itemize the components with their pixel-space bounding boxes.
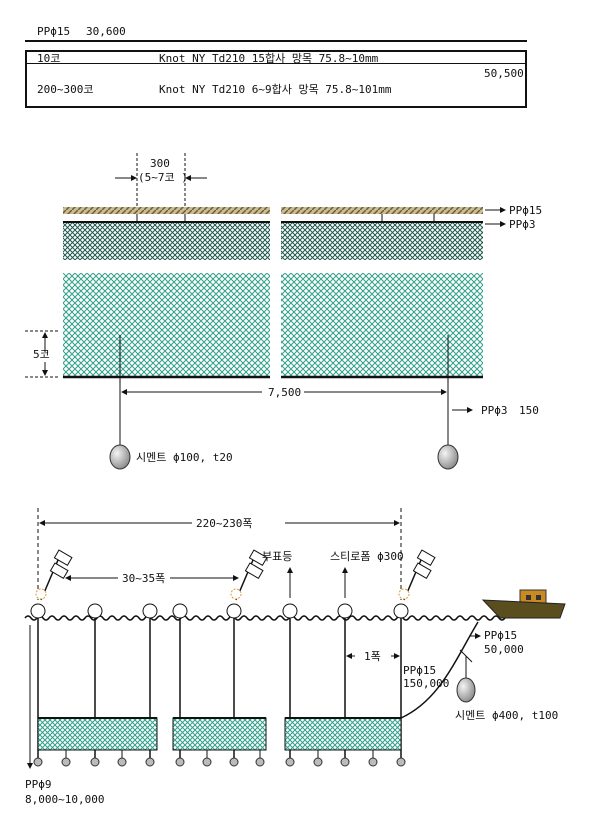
buoy-flag-1 xyxy=(35,549,73,601)
spec-price: 50,500 xyxy=(484,67,524,80)
head-line-label: PPϕ3 xyxy=(509,218,536,231)
buoy xyxy=(226,603,242,619)
anchor-sinker xyxy=(456,677,476,703)
spec-row-1-desc: Knot NY Td210 15합사 망목 75.8~10mm xyxy=(159,52,379,65)
header-divider xyxy=(25,40,527,42)
drop-line-length: 8,000~10,000 xyxy=(25,793,105,806)
buoy xyxy=(282,603,298,619)
buoy-flag-2 xyxy=(230,549,268,601)
total-span-label: 220~230폭 xyxy=(196,517,253,530)
spec-row-2-desc: Knot NY Td210 6~9합사 망목 75.8~101mm xyxy=(159,83,392,96)
buoy xyxy=(172,603,188,619)
top-rope-right xyxy=(281,207,483,214)
net-panel-1 xyxy=(37,717,158,751)
water-surface xyxy=(24,615,506,621)
spec-row-2-size: 200~300코 xyxy=(37,83,94,96)
buoy-light-label: 부표등 xyxy=(262,550,293,563)
upper-net-left xyxy=(63,222,270,260)
lower-net-right xyxy=(281,273,483,377)
sinker-left xyxy=(109,444,131,470)
boat-line-label: PPϕ15 xyxy=(484,629,518,642)
sinker-right xyxy=(437,444,459,470)
buoy xyxy=(30,603,46,619)
net-panel-3 xyxy=(284,717,402,751)
ground-line-label: PPϕ3 xyxy=(481,404,508,417)
header-rope-price: 30,600 xyxy=(86,25,126,38)
spec-row-1-size: 10코 xyxy=(37,52,61,65)
net-panel-2 xyxy=(172,717,267,751)
lower-net-left xyxy=(63,273,270,377)
spec-table-divider xyxy=(27,63,525,64)
top-rope-label: PPϕ15 xyxy=(509,204,543,217)
spec-table xyxy=(25,50,527,108)
flag-spacing-label: 30~35폭 xyxy=(122,572,166,585)
upper-net-right xyxy=(281,222,483,260)
length-label: 7,500 xyxy=(268,386,302,399)
sinker-weights xyxy=(33,757,406,767)
boat-line-length: 50,000 xyxy=(484,643,524,656)
top-rope-left xyxy=(63,207,270,214)
buoy xyxy=(337,603,353,619)
header-rope-spec: PPϕ15 xyxy=(37,25,71,38)
depth-label: 5코 xyxy=(33,348,50,361)
buoy xyxy=(87,603,103,619)
anchor-rope xyxy=(400,621,479,719)
float-spacing-label: 300 xyxy=(150,157,170,170)
buoy xyxy=(142,603,158,619)
sinker-label: 시멘트 ϕ100, t20 xyxy=(136,451,233,464)
ground-line-length: 150 xyxy=(519,404,539,417)
buoy xyxy=(393,603,409,619)
buoy-flag-3 xyxy=(398,549,436,601)
anchor-line-label: PPϕ15 xyxy=(403,664,437,677)
drop-line-label: PPϕ9 xyxy=(25,778,52,791)
anchor-line-length: 150,000 xyxy=(403,677,450,690)
float-spacing-sub-label: (5~7코 ) xyxy=(138,171,188,184)
anchor-label: 시멘트 ϕ400, t100 xyxy=(455,709,559,722)
styro-float-label: 스티로폼 ϕ300 xyxy=(330,550,404,563)
unit-span-label: 1폭 xyxy=(364,650,381,663)
sinker-weight-lines xyxy=(65,750,374,758)
boat xyxy=(481,589,566,619)
